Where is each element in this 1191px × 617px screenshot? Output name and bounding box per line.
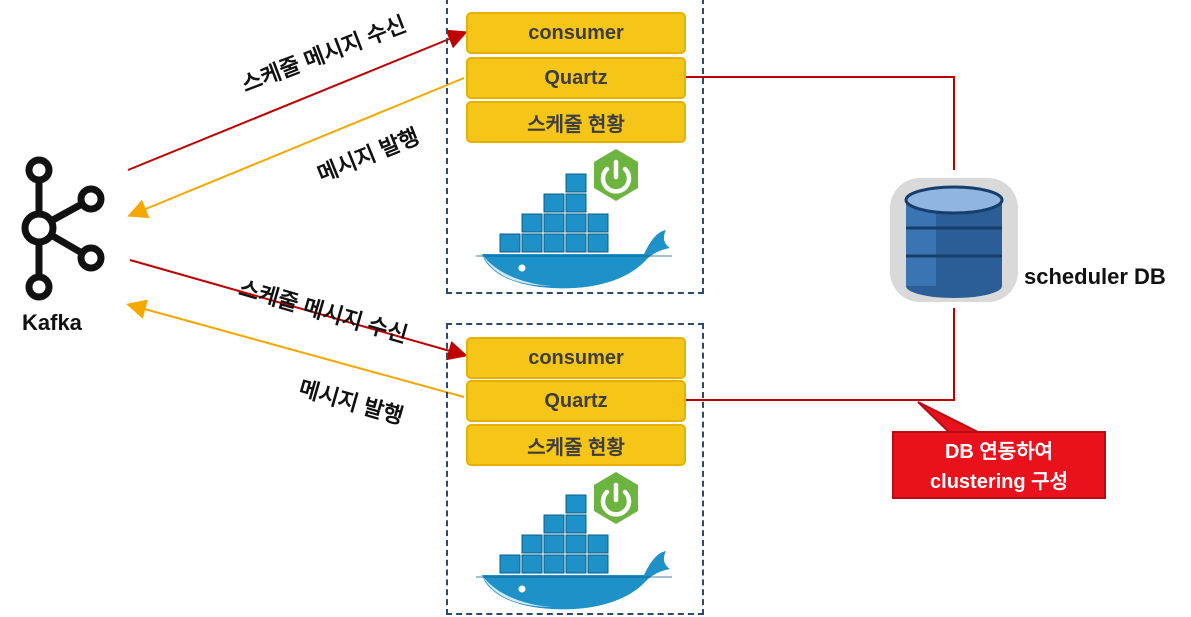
spring-icon (594, 149, 638, 201)
schedule-status-box: 스케줄 현황 (466, 424, 686, 466)
docker-whale-icon (476, 494, 672, 610)
callout-line-2: clustering 구성 (930, 471, 1068, 493)
consumer-box: consumer (466, 337, 686, 379)
db-link-1 (666, 76, 955, 170)
db-label: scheduler DB (1024, 264, 1166, 289)
callout-pointer (917, 401, 981, 434)
receive-arrow-2 (129, 259, 468, 361)
quartz-box: Quartz (466, 57, 686, 99)
spring-icon (594, 472, 638, 524)
db-link-2 (666, 308, 955, 401)
schedule-status-box: 스케줄 현황 (466, 101, 686, 143)
node-frame-1: consumer Quartz 스케줄 현황 (446, 0, 704, 294)
clustering-callout: DB 연동하여 clustering 구성 (892, 431, 1106, 499)
docker-whale-icon (476, 173, 672, 289)
consumer-box: consumer (466, 12, 686, 54)
receive-arrow-1 (127, 29, 468, 171)
kafka-logo-icon (21, 156, 105, 301)
callout-line-1: DB 연동하여 (944, 441, 1054, 463)
quartz-box: Quartz (466, 380, 686, 422)
publish-arrow-2 (126, 299, 465, 398)
database-icon (890, 178, 1018, 302)
publish-arrow-1 (127, 77, 465, 219)
kafka-label: Kafka (22, 310, 82, 335)
node-frame-2: consumer Quartz 스케줄 현황 (446, 323, 704, 615)
